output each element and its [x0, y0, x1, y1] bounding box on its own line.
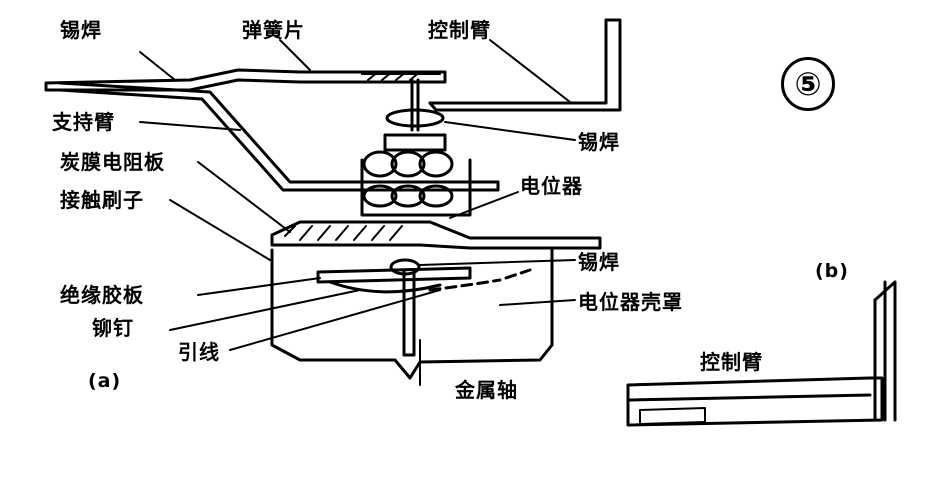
label-solder-mid: 锡焊: [578, 130, 620, 154]
metal-shaft: [402, 268, 416, 357]
label-subfigure-b: (b): [815, 260, 849, 282]
label-control-arm-b: 控制臂: [700, 350, 763, 374]
label-potentiometer: 电位器: [520, 174, 583, 198]
figure-number: ⑤: [781, 57, 835, 111]
label-solder-top-left: 锡焊: [60, 18, 102, 42]
label-lead-wire: 引线: [178, 340, 220, 364]
control-arm-b: [626, 280, 897, 427]
label-insulating-board: 绝缘胶板: [60, 283, 144, 307]
label-rivet: 铆钉: [92, 316, 134, 340]
label-control-arm-top: 控制臂: [428, 18, 491, 42]
label-pot-housing: 电位器壳罩: [578, 290, 683, 314]
label-subfigure-a: (a): [88, 370, 122, 392]
carbon-film-board: [270, 220, 602, 250]
label-spring-plate: 弹簧片: [242, 18, 305, 42]
label-support-arm: 支持臂: [52, 110, 115, 134]
spring-plate: [44, 68, 447, 92]
label-metal-shaft: 金属轴: [455, 378, 518, 402]
potentiometer-stack: [360, 78, 472, 217]
control-arm-a: [428, 18, 622, 112]
potentiometer-housing: [270, 248, 554, 380]
label-solder-right: 锡焊: [578, 250, 620, 274]
leader-lines: [139, 39, 576, 386]
label-contact-brush: 接触刷子: [60, 188, 144, 212]
label-carbon-film-board: 炭膜电阻板: [60, 150, 165, 174]
